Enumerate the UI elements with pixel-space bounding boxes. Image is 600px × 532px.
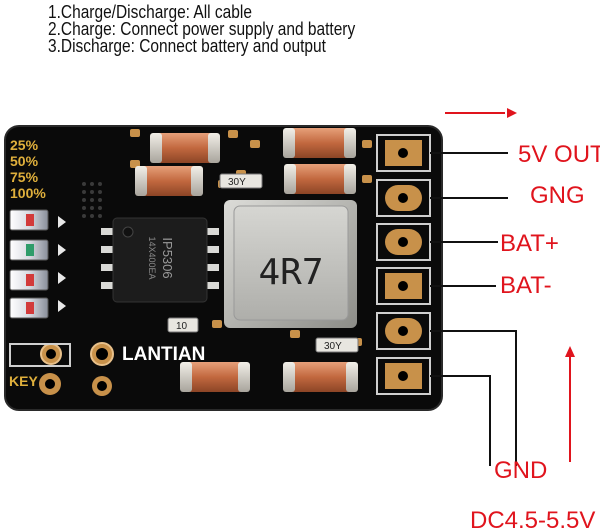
capacitor-3 (135, 166, 203, 196)
capacitor-5 (180, 362, 250, 392)
label-gng: GNG (530, 182, 585, 209)
resistor (167, 317, 199, 333)
label-5v-out: 5V OUT (518, 141, 600, 168)
label-gnd: GND (494, 457, 547, 484)
diode-top-label: 30Y (228, 177, 246, 188)
diode-right (315, 337, 359, 353)
diode-top (219, 173, 263, 189)
chip-subline: 14X400EA (147, 236, 157, 279)
capacitor-1 (150, 133, 220, 163)
level-75: 75% (10, 169, 39, 185)
capacitor-4 (284, 164, 356, 194)
instruction-1: 1.Charge/Discharge: All cable (48, 2, 252, 22)
instruction-3: 3.Discharge: Connect battery and output (48, 36, 326, 56)
capacitor-6 (283, 362, 358, 392)
level-50: 50% (10, 153, 39, 169)
pin-pads (376, 134, 431, 395)
output-arrow (445, 108, 517, 118)
diode-right-label: 30Y (324, 341, 342, 352)
instruction-2: 2.Charge: Connect power supply and batte… (48, 19, 356, 39)
label-bat-minus: BAT- (500, 272, 552, 299)
level-25: 25% (10, 137, 39, 153)
instructions: 1.Charge/Discharge: All cable 2.Charge: … (48, 2, 495, 56)
label-bat-plus: BAT+ (500, 230, 559, 257)
leader-lines (430, 152, 517, 466)
inductor-marking: 4R7 (258, 252, 323, 293)
level-100: 100% (10, 185, 46, 201)
chip-marking: IP5306 (160, 237, 175, 278)
key-label: KEY (9, 373, 38, 389)
input-arrow (565, 346, 575, 462)
via-grid (82, 182, 102, 218)
capacitor-2 (283, 128, 356, 158)
resistor-label: 10 (176, 321, 188, 332)
led-column (9, 209, 66, 319)
brand-label: LANTIAN (122, 344, 205, 365)
ic-chip: IP5306 14X400EA (101, 217, 219, 303)
pcb-edge (4, 125, 443, 411)
inductor: 4R7 (224, 200, 357, 328)
label-dc-input: DC4.5-5.5V (470, 507, 595, 532)
key-outline (9, 343, 71, 367)
